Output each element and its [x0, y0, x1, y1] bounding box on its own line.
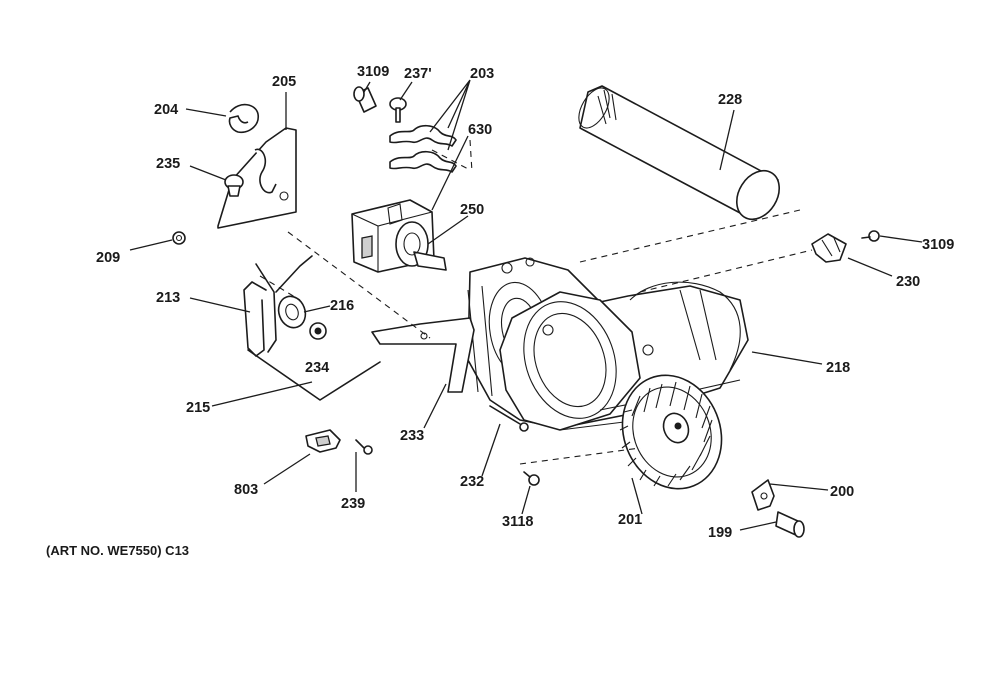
label-3109-right: 3109 [922, 237, 954, 253]
label-233: 233 [400, 428, 424, 444]
blower-front-ring [499, 291, 741, 431]
label-209: 209 [96, 250, 120, 266]
label-232: 232 [460, 474, 484, 490]
idler-pulley-part-216 [277, 295, 307, 329]
label-218: 218 [826, 360, 850, 376]
label-3109-top: 3109 [357, 64, 389, 80]
screw-part-199 [775, 511, 805, 538]
screw-part-237 [389, 97, 407, 123]
clip-part-230 [811, 233, 847, 263]
rod-part-215 [247, 349, 381, 401]
label-3118: 3118 [502, 514, 533, 530]
label-203: 203 [470, 66, 494, 82]
label-235: 235 [156, 156, 180, 172]
bracket-part-233 [371, 317, 475, 393]
label-630: 630 [468, 122, 492, 138]
label-237: 237' [404, 66, 432, 82]
part-labels: 205 3109 237' 203 204 630 228 235 250 20… [96, 64, 954, 541]
label-250: 250 [460, 202, 484, 218]
art-number-caption: (ART NO. WE7550) C13 [46, 543, 189, 558]
pin-part-232 [489, 405, 529, 432]
drive-motor-part-250 [351, 199, 447, 273]
label-215: 215 [186, 400, 210, 416]
label-200: 200 [830, 484, 854, 500]
label-234: 234 [305, 360, 329, 376]
leader-lines [129, 79, 923, 531]
clip-part-204 [228, 103, 259, 134]
label-230: 230 [896, 274, 920, 290]
nut-part-209 [172, 231, 186, 245]
motor-clamps-part-203 [389, 124, 457, 173]
label-213: 213 [156, 290, 180, 306]
nut-part-234 [309, 322, 327, 340]
bracket-part-205 [217, 127, 297, 229]
label-204: 204 [154, 102, 178, 118]
label-239: 239 [341, 496, 365, 512]
label-803: 803 [234, 482, 258, 498]
screw-part-3109-top [353, 86, 377, 113]
screw-part-235 [224, 174, 244, 197]
alignment-lines [259, 139, 813, 465]
label-199: 199 [708, 525, 732, 541]
label-228: 228 [718, 92, 742, 108]
label-201: 201 [618, 512, 642, 528]
exhaust-duct-part-228 [578, 85, 781, 221]
label-216: 216 [330, 298, 354, 314]
bracket-part-200 [751, 479, 775, 511]
screw-part-239 [355, 439, 373, 455]
screw-part-3109-right [861, 230, 880, 242]
idler-arm-part-213 [243, 255, 313, 357]
blower-wheel-part-201 [619, 374, 723, 490]
label-205: 205 [272, 74, 296, 90]
switch-part-803 [305, 429, 341, 453]
screw-part-3118 [523, 471, 540, 486]
